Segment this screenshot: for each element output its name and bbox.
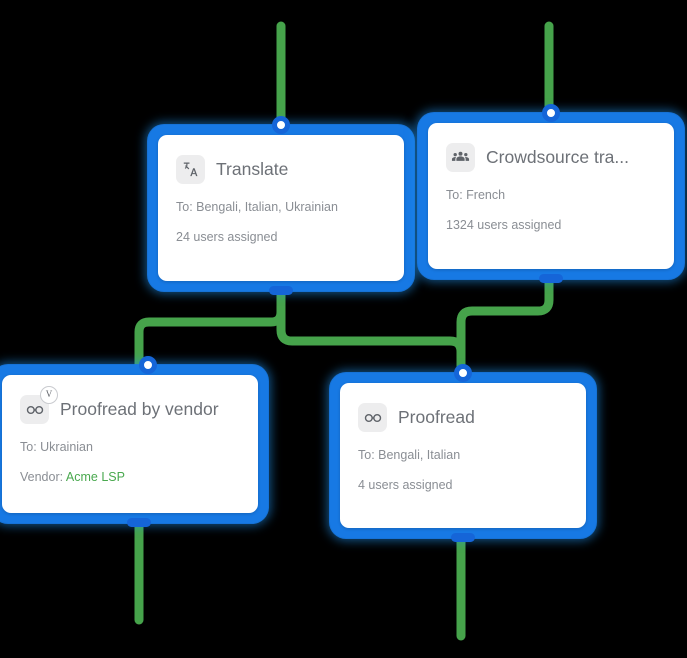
- node-header: Translate: [176, 155, 386, 184]
- output-port[interactable]: [539, 274, 563, 283]
- vendor-badge: V: [40, 386, 58, 404]
- node-proofread[interactable]: Proofread To: Bengali, Italian 4 users a…: [330, 364, 596, 542]
- node-detail-target: To: Ukrainian: [20, 440, 93, 454]
- output-port[interactable]: [451, 533, 475, 542]
- output-port[interactable]: [127, 518, 151, 527]
- input-port[interactable]: [272, 116, 290, 134]
- node-header: V Proofread by vendor: [20, 386, 240, 424]
- glasses-icon: [358, 403, 387, 432]
- node-detail-vendor: Vendor: Acme LSP: [20, 470, 240, 484]
- node-detail-assignment: 24 users assigned: [176, 230, 278, 244]
- edge-crowdsource-to-proofread: [456, 270, 554, 391]
- node-detail-target: To: Bengali, Italian, Ukrainian: [176, 200, 338, 214]
- node-title: Proofread: [398, 407, 475, 427]
- node-header: Proofread: [358, 403, 568, 432]
- node-detail-target: To: French: [446, 188, 506, 202]
- people-group-icon: [446, 143, 475, 172]
- edge-translate-to-proofread: [276, 282, 466, 391]
- node-title: Translate: [216, 159, 289, 179]
- node-crowdsource[interactable]: Crowdsource tra... To: French 1324 users…: [418, 104, 684, 283]
- input-port[interactable]: [542, 104, 560, 122]
- node-header: Crowdsource tra...: [446, 143, 656, 172]
- node-detail-target: To: Bengali, Italian: [358, 448, 461, 462]
- output-port[interactable]: [269, 286, 293, 295]
- node-detail-assignment: 4 users assigned: [358, 478, 453, 492]
- node-proofread-by-vendor[interactable]: V Proofread by vendor To: Ukrainian Vend…: [0, 356, 268, 527]
- vendor-name: Acme LSP: [65, 470, 125, 484]
- node-detail-assignment: 1324 users assigned: [446, 218, 562, 232]
- input-port[interactable]: [454, 364, 472, 382]
- glasses-vendor-icon: V: [20, 386, 58, 424]
- input-port[interactable]: [139, 356, 157, 374]
- translate-icon: [176, 155, 205, 184]
- node-title: Proofread by vendor: [60, 399, 219, 419]
- vendor-label: Vendor:: [20, 470, 64, 484]
- node-translate[interactable]: Translate To: Bengali, Italian, Ukrainia…: [148, 116, 414, 295]
- node-title: Crowdsource tra...: [486, 147, 629, 167]
